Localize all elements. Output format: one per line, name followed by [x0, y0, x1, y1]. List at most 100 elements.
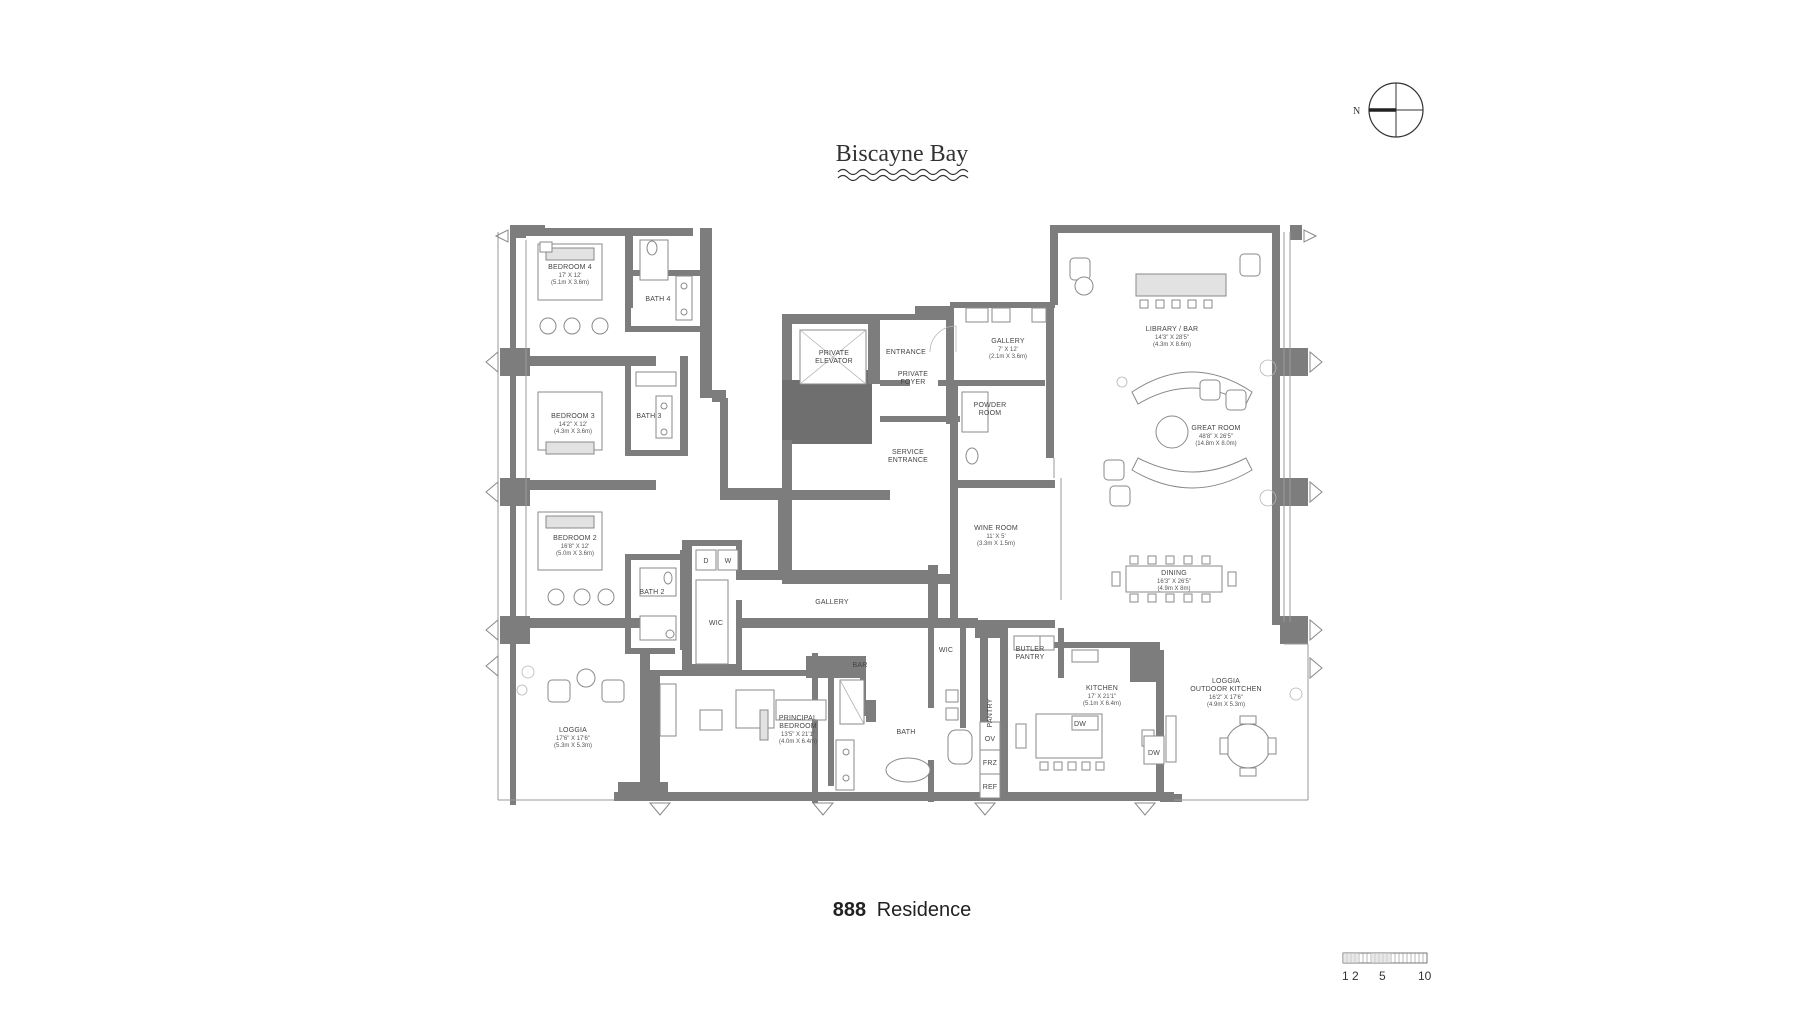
label-bedroom3-dim: 14'2" X 12': [559, 422, 587, 428]
label-library-bar-metric: (4.3m X 8.6m): [1153, 342, 1191, 348]
label-bedroom4-metric: (5.1m X 3.6m): [551, 280, 589, 286]
label-bath2: BATH 2: [639, 589, 664, 596]
label-dining: DINING: [1161, 570, 1187, 577]
label-loggia-west: LOGGIA: [559, 727, 587, 734]
label-library-bar-dim: 14'3" X 28'5": [1155, 335, 1189, 341]
label-wine-room-dim: 11' X 5': [986, 534, 1005, 540]
label-butler-pantry-name2: PANTRY: [1016, 654, 1045, 661]
label-great-room-metric: (14.8m X 8.0m): [1195, 441, 1236, 447]
room-labels: BEDROOM 4 17' X 12' (5.1m X 3.6m) BATH 4…: [548, 264, 1261, 791]
label-wic2: WIC: [939, 647, 953, 654]
powder-room-fixtures: [961, 391, 989, 465]
label-ov: OV: [985, 736, 996, 743]
label-loggia-e-metric: (4.9m X 5.3m): [1207, 702, 1245, 708]
label-bedroom2-metric: (5.0m X 3.6m): [556, 551, 594, 557]
kitchen-island: [1015, 649, 1155, 771]
label-principal-bedroom-metric: (4.0m X 6.4m): [779, 739, 817, 745]
label-private-foyer: PRIVATE: [898, 371, 928, 378]
label-bedroom4: BEDROOM 4: [548, 264, 592, 271]
label-loggia-w-metric: (5.3m X 5.3m): [554, 743, 592, 749]
label-bath-principal: BATH: [897, 729, 916, 736]
label-kitchen-metric: (5.1m X 6.4m): [1083, 701, 1121, 707]
label-bedroom3-metric: (4.3m X 3.6m): [554, 429, 592, 435]
label-loggia-w-dim: 17'6" X 17'6": [556, 736, 590, 742]
label-kitchen-dim: 17' X 21'1": [1088, 694, 1116, 700]
label-entrance: ENTRANCE: [886, 349, 926, 356]
label-bedroom4-dim: 17' X 12': [559, 273, 582, 279]
library-bar-counter: [1069, 253, 1261, 309]
kitchen-appliance-column: [979, 721, 1165, 799]
bed-bedroom4: [537, 241, 609, 335]
great-room-seating: [1103, 359, 1277, 507]
loggia-east-furniture: [1165, 687, 1303, 777]
label-ref: REF: [983, 784, 998, 791]
elevator-cab: [799, 329, 867, 385]
label-kitchen: KITCHEN: [1086, 685, 1118, 692]
foyer-door: [929, 325, 957, 353]
label-great-room-dim: 48'8" X 26'5": [1199, 434, 1233, 440]
label-private-elevator: PRIVATE: [819, 350, 849, 357]
label-principal-bedroom-dim: 13'5" X 21'1": [781, 732, 815, 738]
scale-bar: [1342, 952, 1428, 964]
label-loggia-e-dim: 16'2" X 17'6": [1209, 695, 1243, 701]
label-private-foyer-name2: FOYER: [900, 379, 925, 386]
laundry-appliances: [695, 549, 739, 665]
label-butler-pantry: BUTLER: [1016, 646, 1045, 653]
bath-fixtures-west: [635, 239, 693, 641]
label-library-bar: LIBRARY / BAR: [1146, 326, 1199, 333]
label-private-elevator-name2: ELEVATOR: [815, 358, 853, 365]
label-loggia-e-name2: OUTDOOR KITCHEN: [1190, 686, 1261, 693]
plan-title: Biscayne Bay: [836, 141, 969, 167]
label-wic1: WIC: [709, 620, 723, 627]
label-powder-room-name2: ROOM: [979, 410, 1002, 417]
principal-bath-fixtures: [835, 679, 973, 791]
principal-bedroom-furniture: [659, 683, 827, 741]
scale-label-5: 5: [1379, 969, 1386, 983]
label-principal-bedroom-name2: BEDROOM: [779, 723, 817, 730]
label-bedroom2: BEDROOM 2: [553, 535, 597, 542]
label-dining-dim: 16'3" X 26'5": [1157, 579, 1191, 585]
residence-number: 888: [833, 899, 866, 921]
wave-ornament: [837, 168, 969, 182]
bed-bedroom2: [537, 511, 615, 606]
label-powder-room: POWDER: [974, 402, 1007, 409]
bed-bedroom3: [537, 391, 603, 455]
label-gallery-small-metric: (2.1m X 3.6m): [989, 354, 1027, 360]
label-gallery-small: GALLERY: [991, 338, 1025, 345]
loggia-west-furniture: [516, 665, 625, 703]
scale-label-10: 10: [1418, 969, 1432, 983]
residence-name: Residence: [877, 899, 972, 921]
label-bedroom3: BEDROOM 3: [551, 413, 595, 420]
scale-label-2: 2: [1352, 969, 1359, 983]
label-wine-room-metric: (3.3m X 1.5m): [977, 541, 1015, 547]
label-wine-room: WINE ROOM: [974, 525, 1018, 532]
label-loggia-east: LOGGIA: [1212, 678, 1240, 685]
label-laundry-d: D: [703, 558, 708, 565]
label-service-entrance-name2: ENTRANCE: [888, 457, 928, 464]
label-bath4: BATH 4: [645, 296, 670, 303]
walls: [500, 225, 1308, 805]
label-service-entrance: SERVICE: [892, 449, 924, 456]
scale-label-1: 1: [1342, 969, 1349, 983]
residence-label: 888 Residence: [833, 899, 971, 921]
label-pantry: PANTRY: [987, 698, 994, 727]
north-arrow-icon: [1368, 82, 1424, 138]
label-frz: FRZ: [983, 760, 998, 767]
butler-pantry-shelves: [945, 635, 1055, 721]
label-laundry-w: W: [725, 558, 732, 565]
label-gallery-small-dim: 7' X 12': [998, 347, 1018, 353]
label-gallery-main: GALLERY: [815, 599, 849, 606]
label-bath3: BATH 3: [636, 413, 661, 420]
dining-table: [1111, 555, 1237, 603]
label-dining-metric: (4.9m X 8m): [1157, 586, 1190, 592]
label-great-room: GREAT ROOM: [1191, 425, 1240, 432]
north-label: N: [1353, 106, 1360, 117]
window-markers: [485, 229, 1323, 816]
label-dw1: DW: [1074, 721, 1086, 728]
label-principal-bedroom: PRINCIPAL: [779, 715, 817, 722]
gallery-small-fixtures: [965, 307, 1047, 323]
glazing-lines: [497, 232, 1309, 801]
label-bar: BAR: [853, 662, 868, 669]
label-dw2: DW: [1148, 750, 1160, 757]
